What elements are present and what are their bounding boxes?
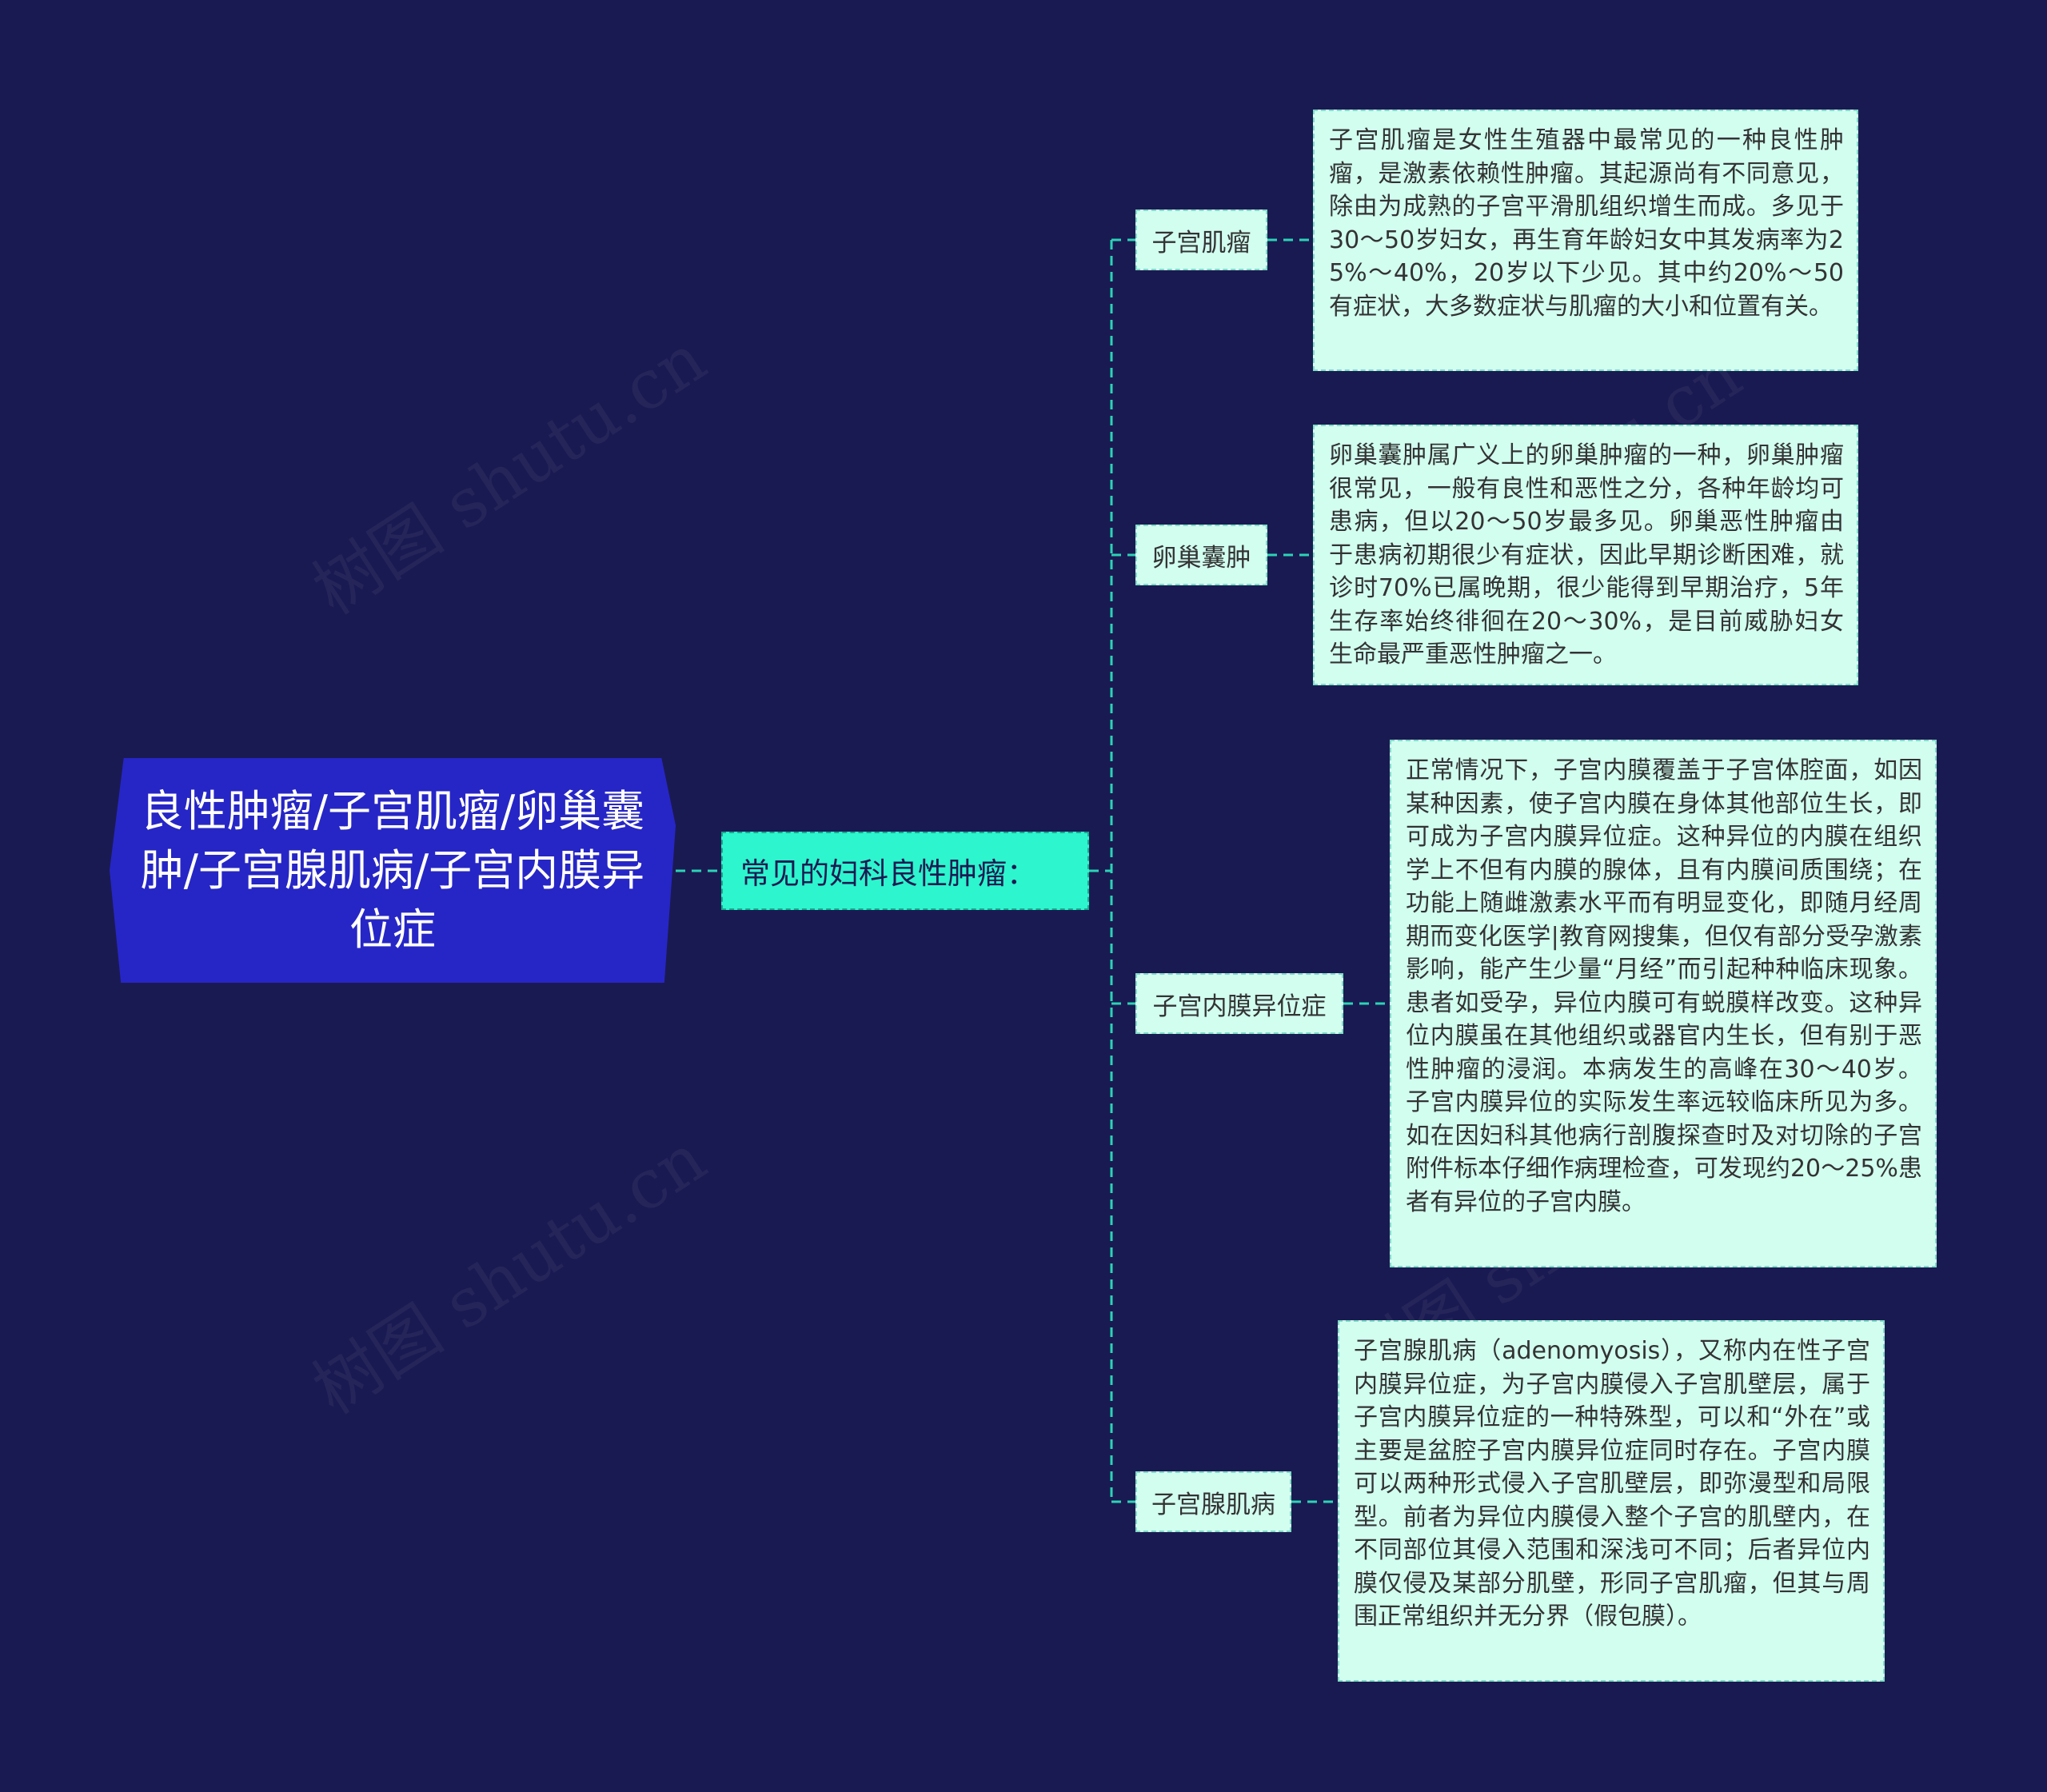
watermark: 树图 shutu.cn bbox=[299, 1119, 720, 1430]
branch-label: 卵巢囊肿 bbox=[1151, 543, 1251, 573]
description-adenomyosis: 子宫腺肌病（adenomyosis），又称内在性子宫内膜异位症，为子宫内膜侵入子… bbox=[1338, 1320, 1885, 1682]
description-uterine-fibroid: 子宫肌瘤是女性生殖器中最常见的一种良性肿瘤，是激素依赖性肿瘤。其起源尚有不同意见… bbox=[1313, 110, 1858, 371]
root-node-label: 良性肿瘤/子宫肌瘤/卵巢囊肿/子宫腺肌病/子宫内膜异位症 bbox=[140, 785, 645, 955]
description-text: 正常情况下，子宫内膜覆盖于子宫体腔面，如因某种因素，使子宫内膜在身体其他部位生长… bbox=[1406, 756, 1922, 1216]
branch-label: 子宫腺肌病 bbox=[1151, 1490, 1275, 1519]
branch-node-ovarian-cyst[interactable]: 卵巢囊肿 bbox=[1135, 525, 1267, 585]
description-text: 卵巢囊肿属广义上的卵巢肿瘤的一种，卵巢肿瘤很常见，一般有良性和恶性之分，各种年龄… bbox=[1329, 441, 1844, 669]
root-node[interactable]: 良性肿瘤/子宫肌瘤/卵巢囊肿/子宫腺肌病/子宫内膜异位症 bbox=[110, 758, 676, 983]
branch-label: 子宫内膜异位症 bbox=[1152, 992, 1327, 1021]
description-text: 子宫肌瘤是女性生殖器中最常见的一种良性肿瘤，是激素依赖性肿瘤。其起源尚有不同意见… bbox=[1329, 126, 1844, 321]
category-node[interactable]: 常见的妇科良性肿瘤： bbox=[721, 832, 1089, 910]
description-endometriosis: 正常情况下，子宫内膜覆盖于子宫体腔面，如因某种因素，使子宫内膜在身体其他部位生长… bbox=[1390, 740, 1937, 1267]
description-text: 子宫腺肌病（adenomyosis），又称内在性子宫内膜异位症，为子宫内膜侵入子… bbox=[1354, 1337, 1870, 1630]
branch-node-endometriosis[interactable]: 子宫内膜异位症 bbox=[1135, 973, 1343, 1034]
watermark: 树图 shutu.cn bbox=[299, 319, 720, 630]
description-ovarian-cyst: 卵巢囊肿属广义上的卵巢肿瘤的一种，卵巢肿瘤很常见，一般有良性和恶性之分，各种年龄… bbox=[1313, 425, 1858, 685]
category-node-label: 常见的妇科良性肿瘤： bbox=[740, 856, 1036, 891]
branch-node-adenomyosis[interactable]: 子宫腺肌病 bbox=[1135, 1471, 1291, 1532]
branch-label: 子宫肌瘤 bbox=[1151, 228, 1251, 257]
branch-node-uterine-fibroid[interactable]: 子宫肌瘤 bbox=[1135, 210, 1267, 270]
